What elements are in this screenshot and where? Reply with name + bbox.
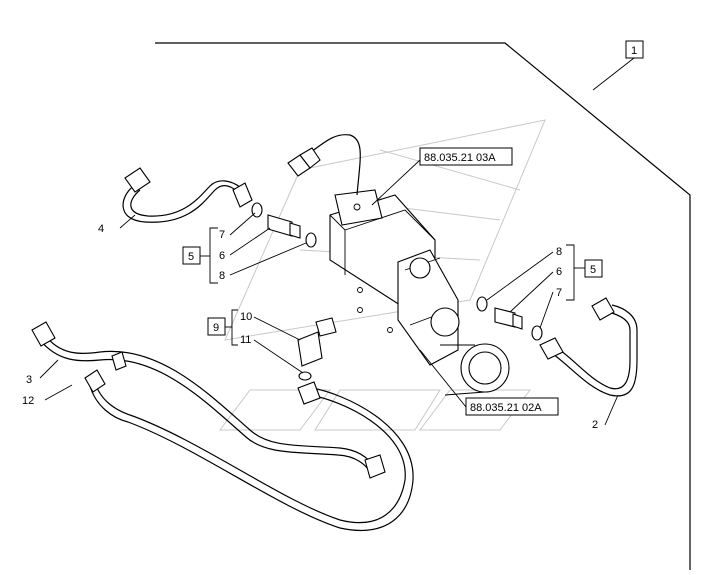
group-left: 7 6 8 5 [182, 212, 307, 284]
svg-text:11: 11 [240, 334, 251, 346]
callout-1: 1 [592, 40, 644, 91]
svg-text:10: 10 [240, 311, 252, 323]
svg-text:8: 8 [556, 246, 562, 258]
svg-text:12: 12 [22, 395, 34, 407]
right-fittings [476, 296, 543, 341]
svg-text:4: 4 [98, 223, 104, 235]
group-elbow: 10 11 9 [207, 309, 304, 374]
frame-line [155, 42, 691, 570]
svg-text:88.035.21 03A: 88.035.21 03A [424, 152, 496, 164]
elbow-fitting [297, 317, 337, 381]
pipe-12: 12 [22, 351, 414, 531]
svg-text:1: 1 [631, 45, 637, 57]
svg-text:6: 6 [556, 266, 562, 278]
svg-text:7: 7 [556, 287, 562, 299]
pipe-4: 4 [98, 167, 253, 235]
svg-text:7: 7 [219, 229, 225, 241]
svg-text:88.035.21 02A: 88.035.21 02A [470, 402, 542, 414]
svg-text:2: 2 [592, 419, 598, 431]
svg-text:8: 8 [219, 270, 225, 282]
pipe-3: 3 [26, 321, 376, 473]
svg-text:3: 3 [26, 374, 32, 386]
svg-text:5: 5 [590, 264, 596, 276]
svg-text:6: 6 [219, 250, 225, 262]
valve-block [329, 189, 510, 396]
ref-03A: 88.035.21 03A [371, 147, 513, 206]
sensor-cable [287, 134, 361, 196]
svg-text:5: 5 [188, 251, 194, 263]
group-right: 8 6 7 5 [486, 244, 603, 329]
pipe-2: 2 [539, 297, 638, 431]
left-fittings [251, 202, 317, 248]
svg-text:9: 9 [213, 322, 219, 334]
ref-02A: 88.035.21 02A [419, 349, 559, 416]
